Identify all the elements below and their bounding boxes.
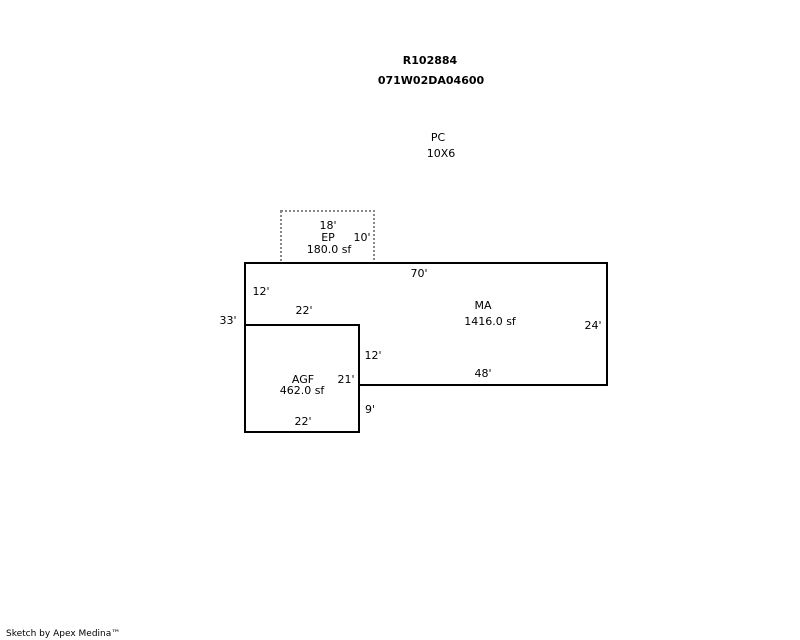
ma-inner-top-dim: 22' xyxy=(295,304,313,317)
ma-inner-right-dim: 12' xyxy=(364,349,382,362)
ma-left-total-dim: 33' xyxy=(219,314,237,327)
pc-size: 10X6 xyxy=(426,147,456,160)
ma-label: MA xyxy=(474,299,492,312)
account-number: R102884 xyxy=(402,54,458,67)
ma-left-upper-dim: 12' xyxy=(252,285,270,298)
agf-label: AGF xyxy=(291,373,315,386)
agf-bottom-dim: 22' xyxy=(294,415,312,428)
agf-area: 462.0 sf xyxy=(279,384,325,397)
ep-area: 180.0 sf xyxy=(306,243,352,256)
pc-label: PC xyxy=(430,131,446,144)
agf-right-lower-dim: 9' xyxy=(364,403,376,416)
footer-credit: Sketch by Apex Medina™ xyxy=(6,629,121,639)
ma-right-dim: 24' xyxy=(584,319,602,332)
ep-label: EP xyxy=(321,231,335,244)
parcel-number: 071W02DA04600 xyxy=(377,74,485,87)
ma-area: 1416.0 sf xyxy=(464,315,516,328)
agf-right-dim: 21' xyxy=(337,373,355,386)
ep-top-dim: 18' xyxy=(319,219,337,232)
ma-bottom-dim: 48' xyxy=(474,367,492,380)
agf-outline xyxy=(244,324,360,433)
ep-right-dim: 10' xyxy=(353,231,371,244)
ep-outline xyxy=(280,210,375,264)
ma-top-dim: 70' xyxy=(410,267,428,280)
